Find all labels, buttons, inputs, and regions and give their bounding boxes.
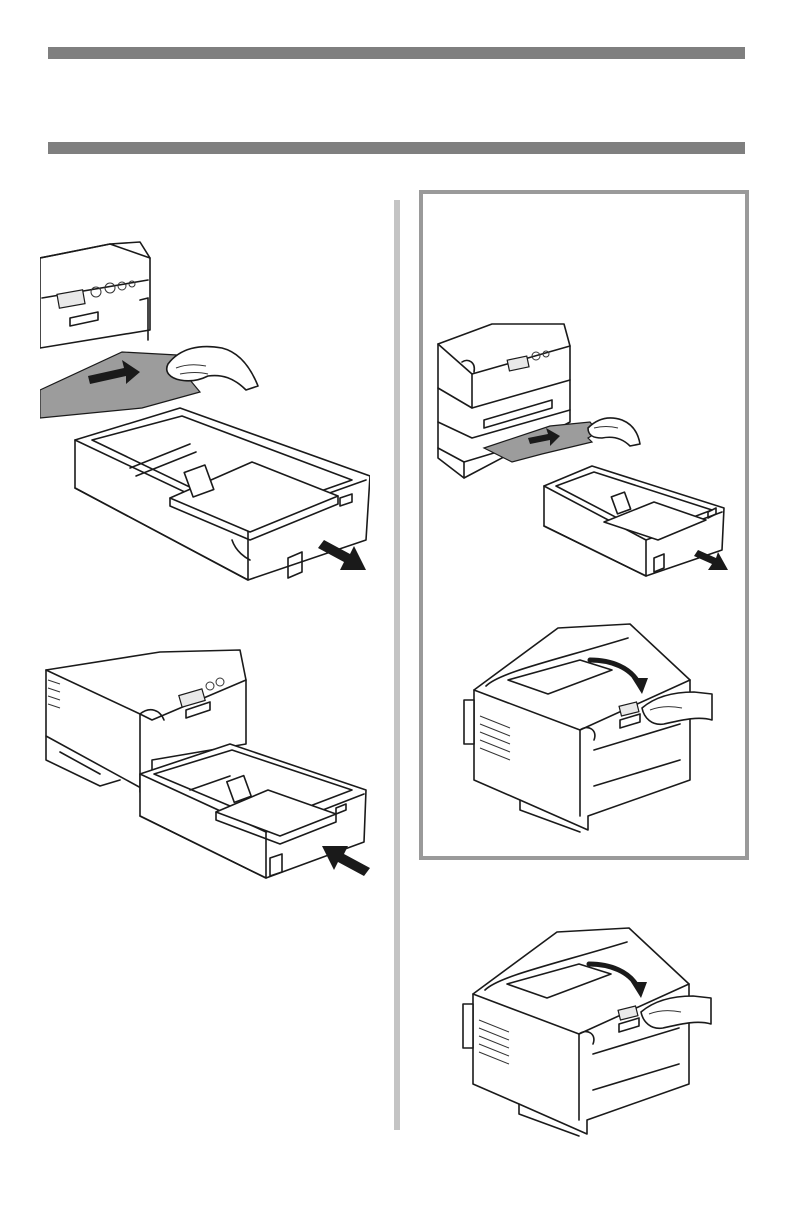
printer-tray-insert-illustration — [40, 640, 370, 885]
tray-jam-removal-figure — [40, 240, 370, 585]
tray-reinsert-figure — [40, 640, 370, 885]
printer-close-cover-illustration — [458, 924, 716, 1138]
printer-tray-jam-illustration — [40, 240, 370, 585]
column-divider — [394, 200, 400, 1130]
header-rule-bottom — [48, 142, 745, 154]
close-cover-figure — [458, 924, 716, 1138]
header-rule-top — [48, 47, 745, 59]
panel-close-cover-figure — [460, 620, 716, 834]
lower-tray-jam-figure — [432, 318, 732, 578]
printer-lower-tray-jam-illustration — [432, 318, 732, 578]
printer-close-cover-illustration — [460, 620, 716, 834]
